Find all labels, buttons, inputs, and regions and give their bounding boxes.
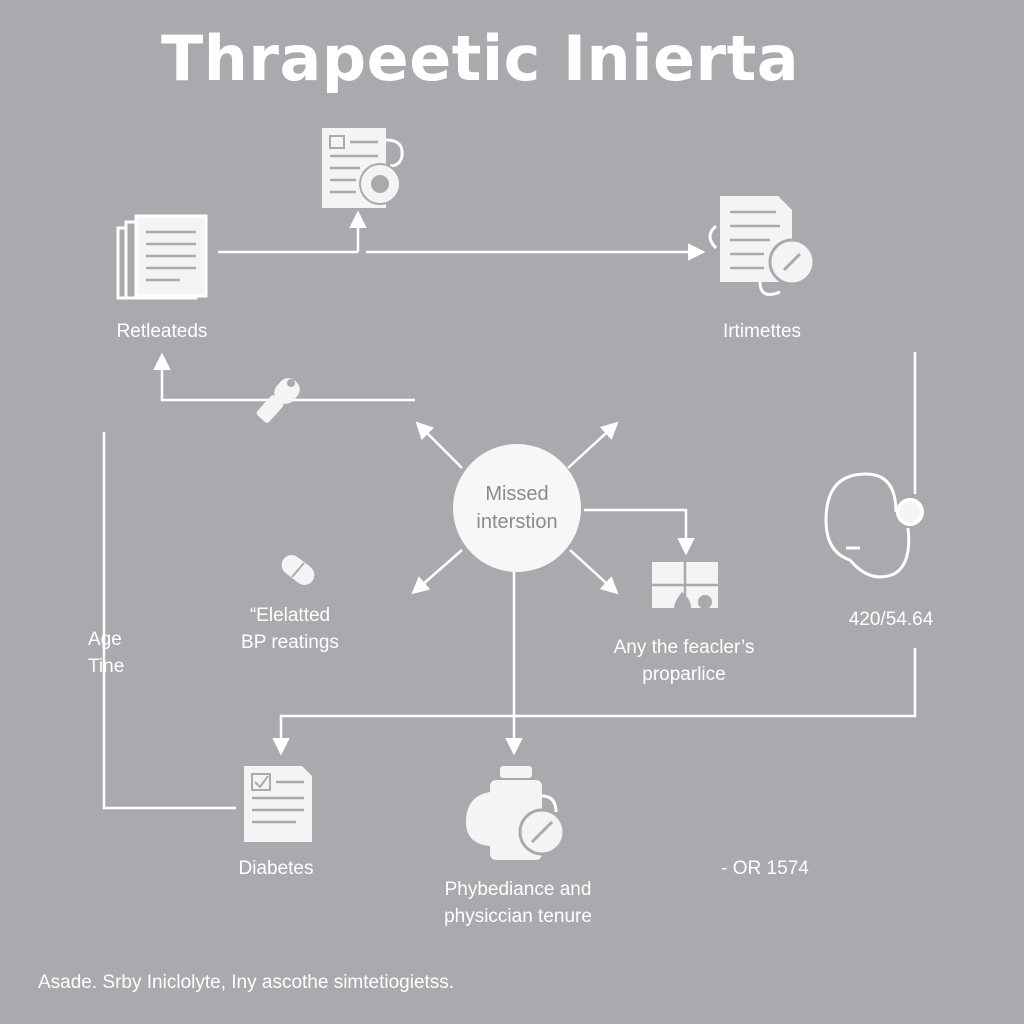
checklist-document-icon	[244, 766, 312, 842]
thermometer-icon	[256, 378, 300, 423]
medical-kit-icon	[652, 562, 718, 617]
connector-right-to-diabetes	[272, 648, 917, 756]
label-age-line1: Age	[88, 629, 122, 650]
label-feeder: Any the feacler’s proparlice	[594, 634, 774, 688]
connector-center-to-top-left	[153, 352, 415, 402]
label-physician: Phybediance and physiccian tenure	[420, 876, 616, 930]
spoke-down-right	[569, 549, 619, 595]
label-physician-line1: Phybediance and	[444, 879, 592, 900]
spoke-up-right	[567, 421, 619, 469]
footer-note: Asade. Srby Iniclolyte, Iny ascothe simt…	[38, 972, 455, 993]
label-reading-value: 420/54.64	[848, 609, 934, 630]
label-elevated-line2: BP reatings	[241, 632, 339, 653]
connector-left-vertical	[102, 432, 236, 810]
spoke-down-left	[411, 549, 463, 595]
label-physician-line2: physiccian tenure	[444, 906, 592, 927]
documents-icon	[116, 214, 208, 300]
label-feeder-line2: proparlice	[642, 664, 726, 685]
document-gear-icon	[322, 128, 404, 208]
label-age-time: Age Tine	[88, 626, 124, 680]
page-title: Thrapeetic Inierta	[160, 22, 800, 95]
label-elevated-bp: “Elelatted BP reatings	[220, 602, 360, 656]
center-node-label: Missed interstion	[452, 480, 582, 536]
label-diabetes: Diabetes	[238, 858, 314, 879]
label-age-line2: Tine	[88, 656, 125, 677]
stethoscope-icon	[824, 472, 924, 579]
label-top-right: Irtimettes	[722, 321, 802, 342]
label-top-left: Retleateds	[116, 321, 208, 342]
pill-bottle-icon	[466, 766, 566, 860]
label-or-value: - OR 1574	[721, 858, 809, 879]
spoke-up-left	[415, 421, 463, 469]
label-feeder-line1: Any the feacler’s	[613, 637, 755, 658]
center-node-line2: interstion	[476, 511, 558, 533]
center-node-circle	[453, 444, 581, 572]
connector-center-to-feeder	[584, 508, 695, 556]
document-clock-icon	[708, 196, 816, 296]
pill-icon	[281, 555, 315, 585]
center-node-line1: Missed	[485, 483, 549, 505]
label-elevated-line1: “Elelatted	[249, 605, 331, 626]
